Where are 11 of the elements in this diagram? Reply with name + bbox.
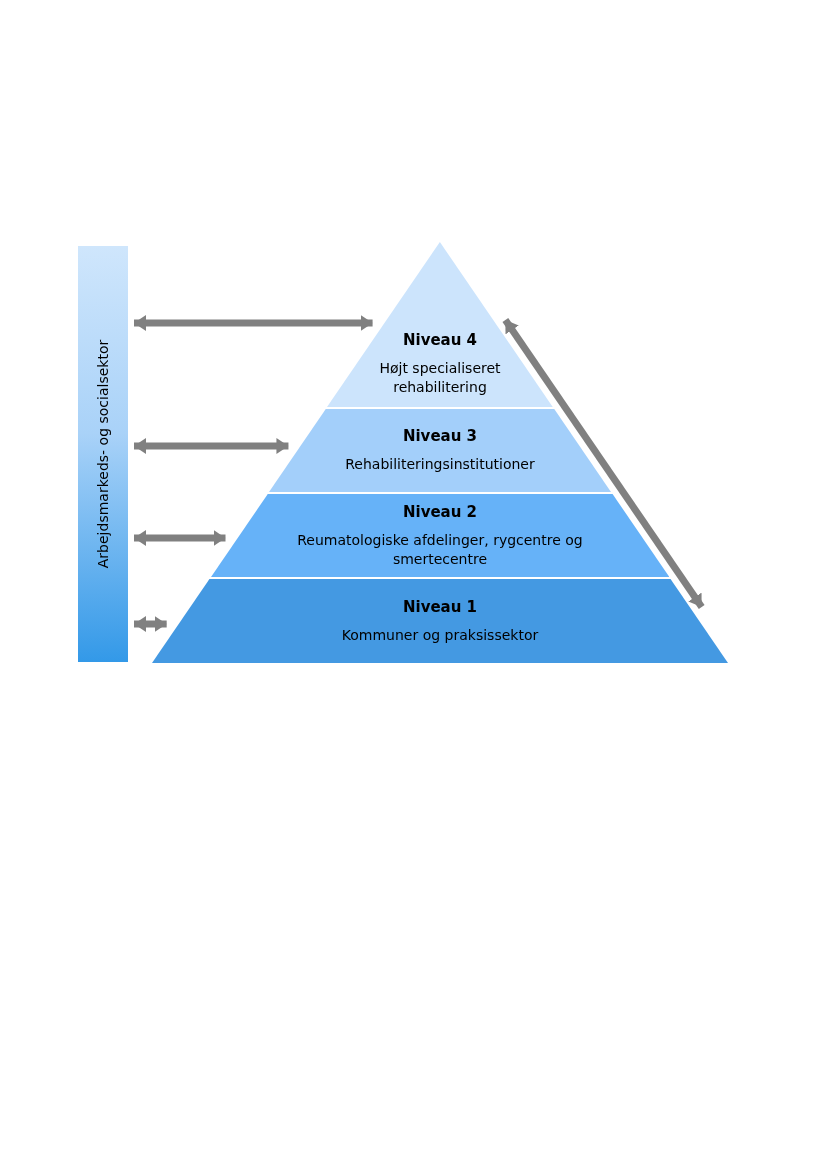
sector-label: Arbejdsmarkeds- og socialsektor [95, 339, 111, 569]
level-heading: Niveau 1 [402, 597, 478, 616]
level-heading: Niveau 3 [402, 427, 478, 445]
level-heading: Niveau 4 [402, 330, 478, 349]
level-description: Reumatologiske afdelinger, rygcentre og smertecentre [296, 530, 584, 569]
sector-bar [78, 246, 128, 662]
level-description: Højt specialiseret rehabilitering [378, 358, 502, 397]
level-heading: Niveau 2 [402, 502, 478, 521]
double-arrow [134, 616, 167, 632]
level-description: Kommuner og praksissektor [341, 625, 539, 645]
level-description: Rehabiliteringsinstitutioner [345, 455, 535, 474]
